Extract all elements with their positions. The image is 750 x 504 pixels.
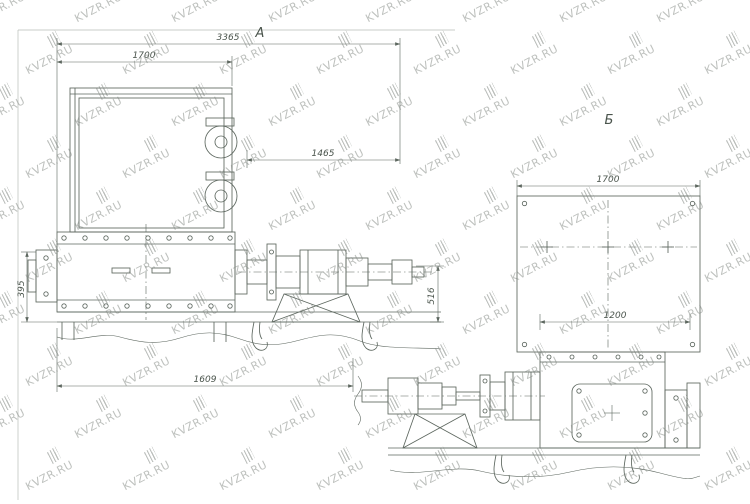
view-a-base	[56, 311, 442, 351]
view-b-dimensions: 1700 1200	[516, 175, 701, 330]
view-b-base	[388, 447, 701, 484]
dim-opening-width: 1200	[604, 311, 627, 321]
dim-panel-width: 1700	[597, 175, 620, 185]
dim-drive-span: 1465	[312, 149, 335, 159]
dim-drive-height: 516	[427, 287, 437, 304]
view-a-hopper	[69, 87, 238, 233]
dim-overall-length: 3365	[217, 33, 240, 43]
dim-base-length: 1609	[194, 375, 217, 385]
view-a-body	[27, 224, 236, 320]
dim-hopper-width: 1700	[133, 51, 156, 61]
dim-body-height: 395	[17, 280, 27, 297]
view-b-bracket	[664, 382, 701, 449]
view-a-drive	[234, 243, 432, 323]
view-b-panel	[516, 195, 701, 353]
view-a: А	[17, 26, 444, 392]
view-b-label: Б	[605, 113, 614, 128]
view-b-housing	[539, 351, 666, 449]
view-b-drive	[354, 371, 545, 449]
view-a-label: А	[255, 26, 265, 41]
view-b: Б 1700 1200	[354, 113, 701, 484]
sheet-frame	[17, 29, 455, 500]
